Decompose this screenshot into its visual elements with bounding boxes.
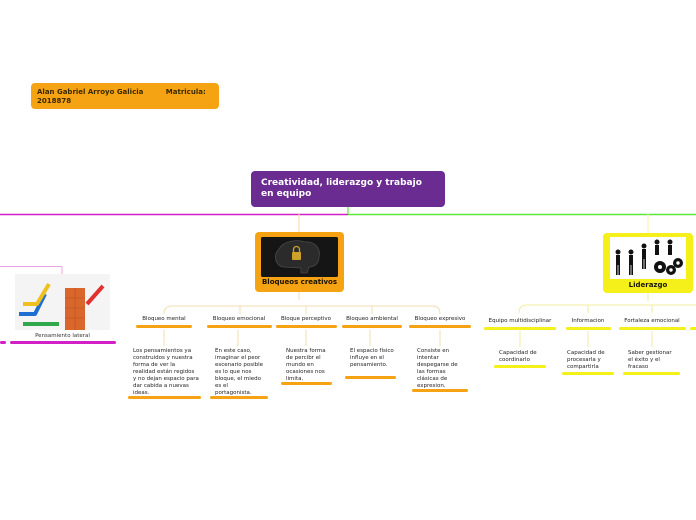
root-title: Creatividad, liderazgo y trabajo en equi…: [261, 178, 422, 199]
subtopic-fortaleza-emocional[interactable]: Fortaleza emocional: [624, 318, 680, 324]
subtopic-informacion[interactable]: Informacion: [571, 318, 605, 324]
subtopic-underline: [342, 325, 402, 328]
subtopic-underline: [566, 327, 611, 330]
leaf-informacion[interactable]: Capacidad de procesarla y compartirla: [567, 350, 605, 370]
leaf-bloqueo-ambiental[interactable]: El espacio físico influye en el pensamie…: [350, 348, 394, 368]
subtopic-underline: [207, 325, 272, 328]
subtopic-underline: [409, 325, 471, 328]
brain-lock-image: [261, 237, 338, 277]
bloqueos-creativos-label: Bloqueos creativos: [261, 278, 338, 286]
leaf-underline: [494, 365, 546, 368]
leaf-bloqueo-emocional[interactable]: En este caso, imaginar el peor escenario…: [215, 348, 264, 396]
leaf-underline: [128, 396, 201, 399]
lateral-underline-left: [0, 341, 6, 344]
author-name: Alan Gabriel Arroyo Galicia: [37, 88, 144, 96]
leaf-underline: [210, 396, 268, 399]
subtopic-underline: [136, 325, 192, 328]
subtopic-equipo-multidisciplinar[interactable]: Equipo multidisciplinar: [488, 318, 552, 324]
leaf-bloque-perceptivo[interactable]: Nuestra forma de percibr el mundo en oca…: [286, 348, 326, 382]
subtopic-bloqueo-emocional[interactable]: Bloqueo emocional: [212, 316, 266, 322]
subtopic-underline: [276, 325, 337, 328]
author-node[interactable]: Alan Gabriel Arroyo Galicia Matricula: 2…: [31, 83, 219, 109]
leaf-underline: [345, 376, 396, 379]
pensamiento-lateral-image: [15, 274, 110, 330]
subtopic-bloqueo-ambiental[interactable]: Bloqueo ambiental: [346, 316, 398, 322]
leaf-underline: [562, 372, 614, 375]
subtopic-underline-edge: [690, 327, 696, 330]
root-topic[interactable]: Creatividad, liderazgo y trabajo en equi…: [251, 171, 445, 207]
author-matricula-label: Matricula:: [165, 88, 206, 96]
bloqueos-creativos-node[interactable]: Bloqueos creativos: [255, 232, 344, 292]
subtopic-bloqueo-expresivo[interactable]: Bloqueo expresivo: [414, 316, 466, 322]
team-gears-image: [610, 237, 686, 279]
liderazgo-node[interactable]: Liderazgo: [603, 233, 693, 293]
leaf-bloqueo-expresivo[interactable]: Consiste en intentar despegarse de las f…: [417, 348, 458, 389]
leaf-fortaleza-emocional[interactable]: Saber gestionar el éxito y el fracaso: [628, 350, 672, 370]
subtopic-underline: [484, 327, 556, 330]
leaf-underline: [412, 389, 468, 392]
leaf-equipo-multidisciplinar[interactable]: Capacidad de coordinarlo: [499, 350, 537, 363]
leaf-underline: [623, 372, 680, 375]
pensamiento-lateral-label: Pensamiento lateral: [35, 333, 90, 339]
author-matricula-value: 2018878: [37, 97, 72, 105]
lateral-underline: [10, 341, 116, 344]
subtopic-underline: [619, 327, 686, 330]
subtopic-bloqueo-mental[interactable]: Bloqueo mental: [142, 316, 186, 322]
liderazgo-label: Liderazgo: [628, 281, 668, 289]
subtopic-bloque-perceptivo[interactable]: Bloque perceptivo: [281, 316, 331, 322]
leaf-underline: [281, 382, 332, 385]
leaf-bloqueo-mental[interactable]: Los pensamientos ya construidos y nuestr…: [133, 348, 199, 396]
